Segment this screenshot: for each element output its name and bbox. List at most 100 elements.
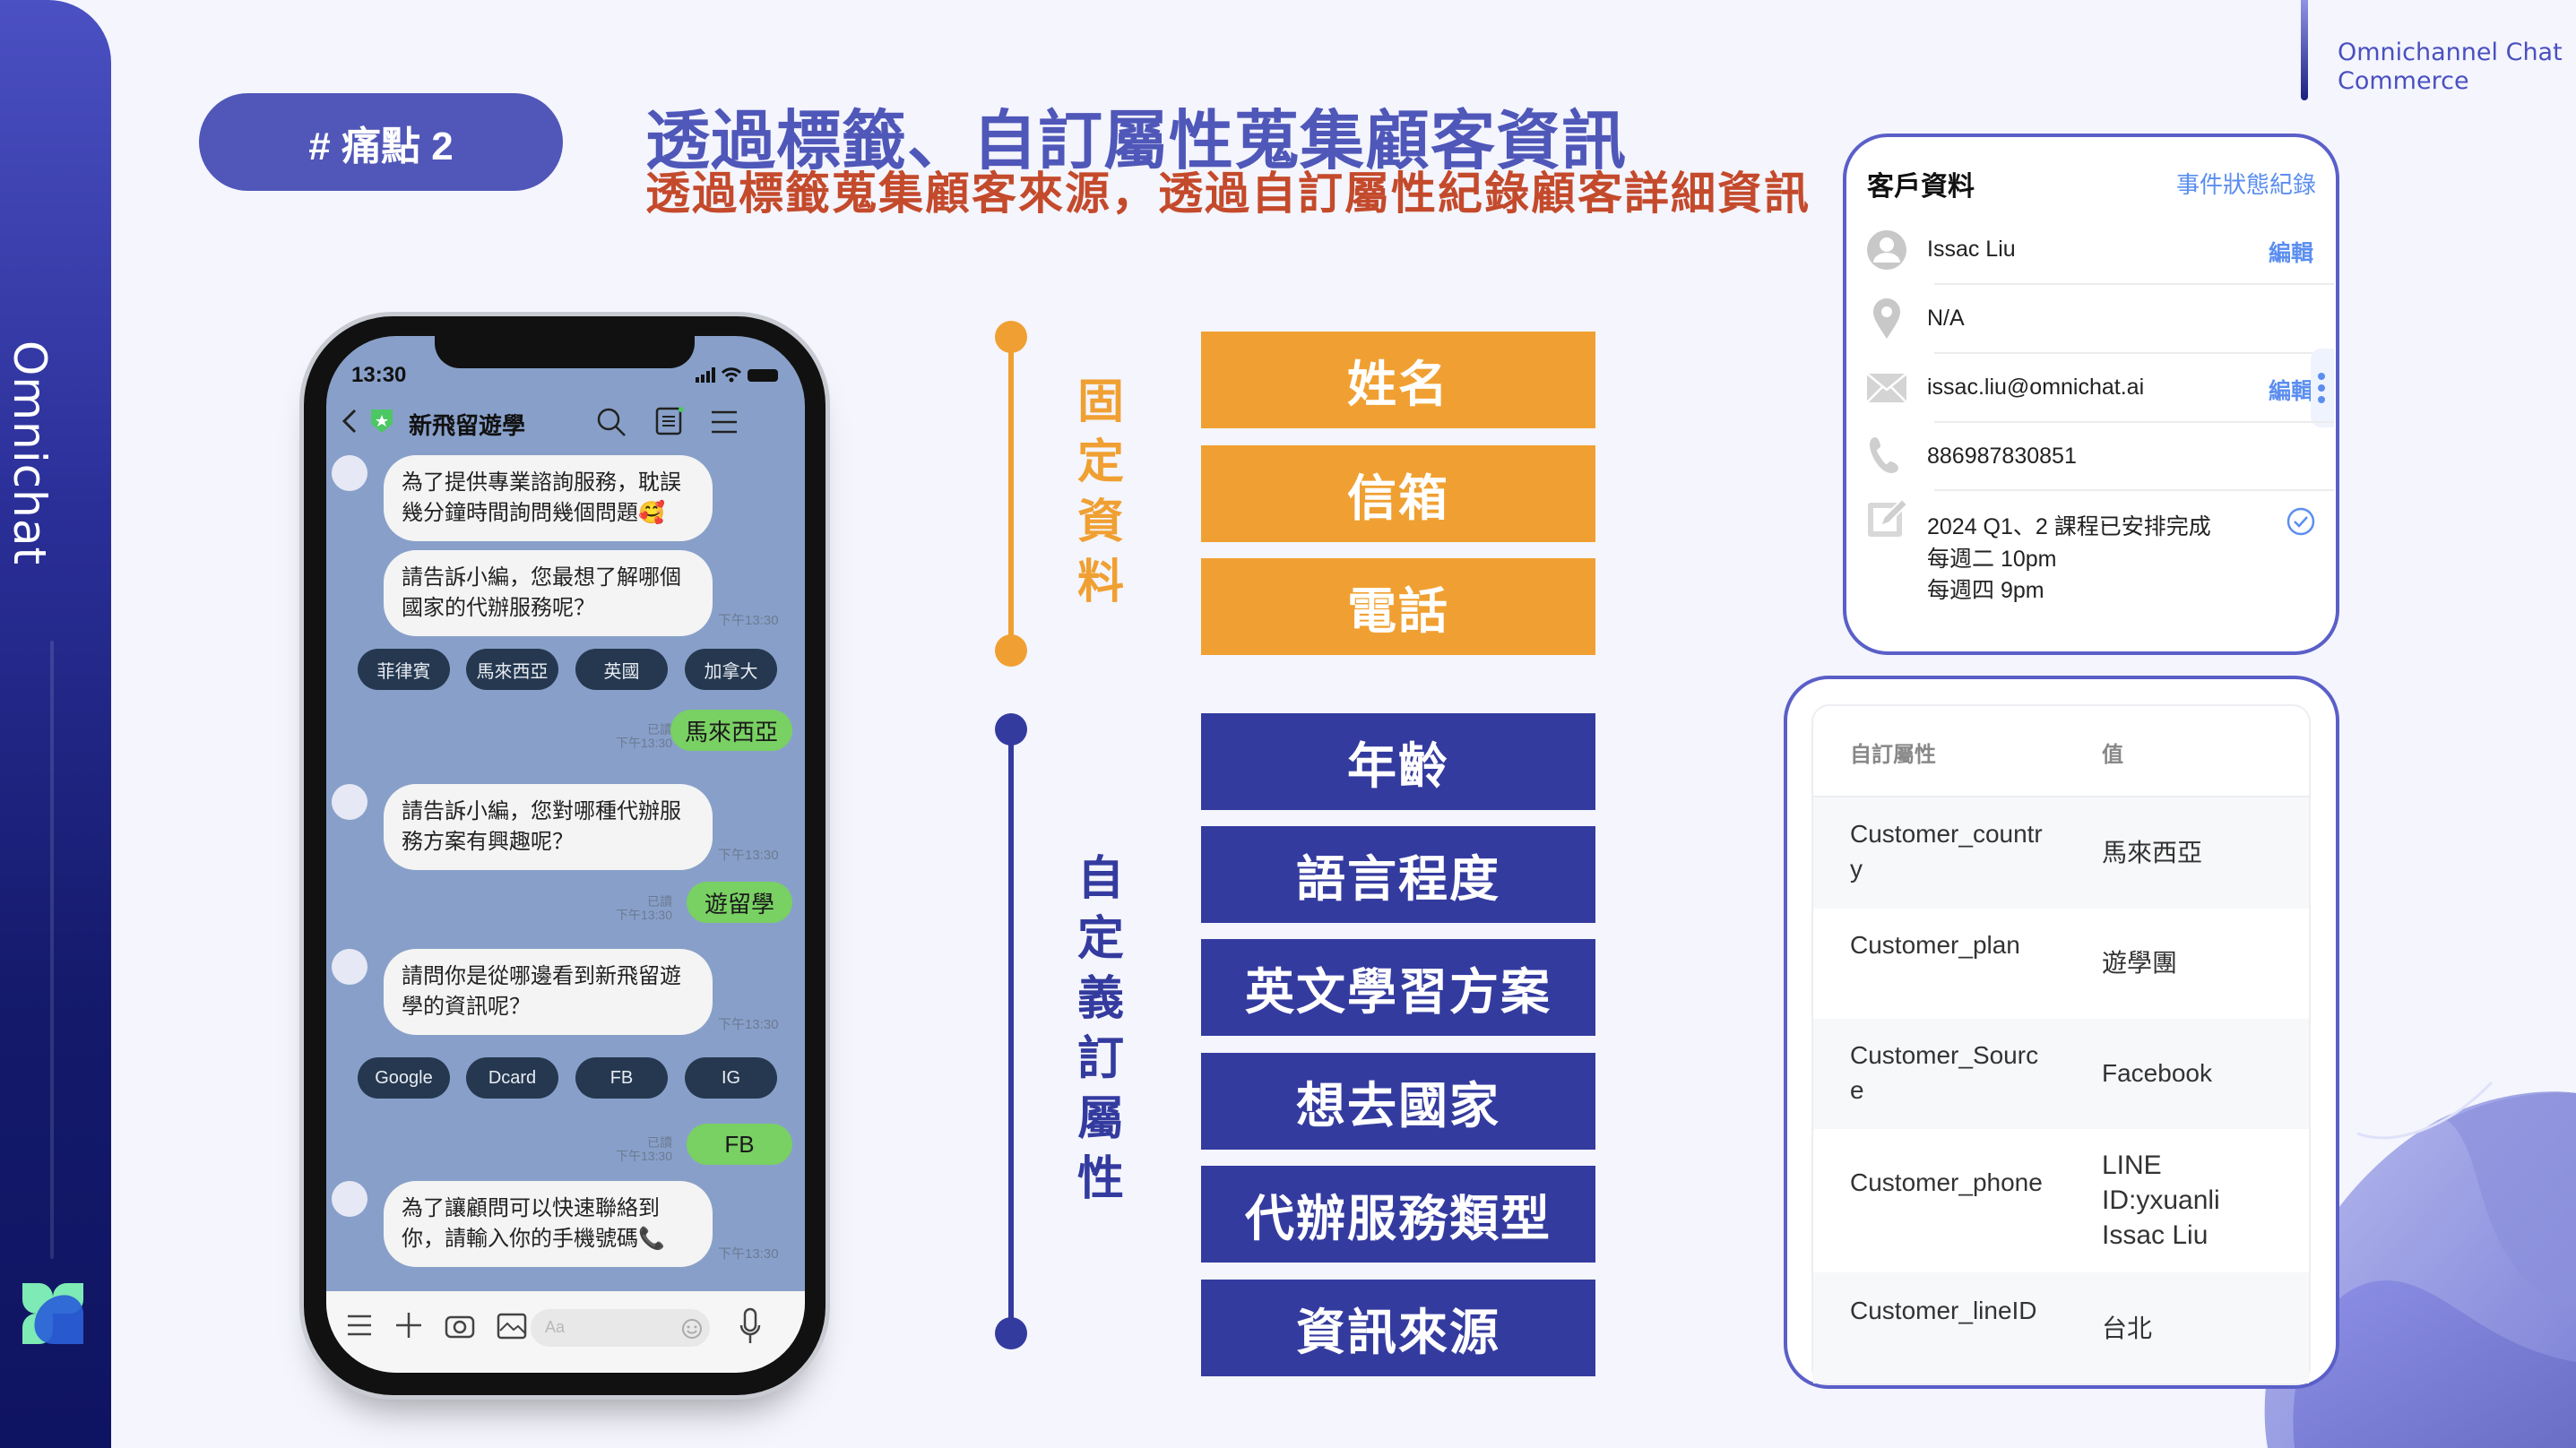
custom-attribute-box: 代辦服務類型 <box>1201 1166 1595 1263</box>
input-placeholder: Aa <box>545 1318 566 1336</box>
quick-reply-chip[interactable]: FB <box>575 1057 668 1099</box>
attribute-key: Customer_country <box>1850 820 2043 883</box>
table-row <box>1813 1272 2309 1383</box>
header-divider <box>1813 796 2309 797</box>
customer-location: N/A <box>1927 306 1965 331</box>
message-time: 下午13:30 <box>615 1149 672 1163</box>
customer-card-title: 客戶資料 <box>1867 172 1975 202</box>
message-time: 下午13:30 <box>718 613 779 628</box>
fixed-field-box: 電話 <box>1201 558 1595 655</box>
edit-name-button[interactable]: 編輯 <box>2269 241 2314 266</box>
customer-phone: 886987830851 <box>1927 444 2077 469</box>
sidebar-divider <box>50 641 54 1259</box>
label-char: 定 <box>1076 436 1124 488</box>
attribute-key: Customer_phone <box>1850 1168 2043 1196</box>
notes-icon[interactable] <box>654 406 685 438</box>
status-time: 13:30 <box>351 363 407 387</box>
divider <box>1934 489 2334 491</box>
attribute-value: 台北 <box>2102 1314 2153 1342</box>
attribute-value: 遊學團 <box>2102 949 2178 977</box>
timeline-dot <box>995 713 1027 746</box>
quick-reply-chip[interactable]: 菲律賓 <box>358 649 450 690</box>
brand-line: Commerce <box>2338 67 2469 95</box>
label-char: 義 <box>1076 973 1124 1025</box>
side-panel-handle[interactable] <box>2311 349 2334 427</box>
line-chat-screen: 13:30 新飛留遊學 為了提供專業諮詢服務，耽誤幾分鐘時間詢問幾個問題🥰 請告… <box>326 336 805 1373</box>
table-row <box>1813 909 2309 1019</box>
read-receipt: 已讀下午13:30 <box>595 723 672 750</box>
label-char: 自 <box>1076 853 1124 905</box>
phone-notch <box>435 336 695 368</box>
fixed-field-box: 姓名 <box>1201 332 1595 428</box>
quick-reply-chip[interactable]: 馬來西亞 <box>466 649 558 690</box>
user-message: FB <box>687 1124 792 1165</box>
search-icon[interactable] <box>595 406 627 438</box>
customer-name: Issac Liu <box>1927 237 2016 262</box>
edit-email-button[interactable]: 編輯 <box>2269 379 2314 404</box>
custom-attribute-timeline <box>1008 731 1014 1333</box>
fixed-data-label: 固定資料 <box>1074 373 1128 613</box>
read-label: 已讀 <box>647 722 672 737</box>
menu-icon[interactable] <box>710 409 739 435</box>
message-time: 下午13:30 <box>718 1246 779 1262</box>
email-icon <box>1866 373 1907 403</box>
label-char: 定 <box>1076 913 1124 965</box>
bot-avatar <box>332 455 367 491</box>
bot-avatar <box>332 949 367 985</box>
bot-avatar <box>332 1181 367 1217</box>
event-log-link[interactable]: 事件狀態紀錄 <box>2176 171 2317 198</box>
message-time: 下午13:30 <box>718 1017 779 1032</box>
check-circle-icon[interactable] <box>2286 507 2315 536</box>
user-message: 遊留學 <box>687 882 792 923</box>
divider <box>1934 421 2334 423</box>
timeline-dot <box>995 1317 1027 1349</box>
attribute-value: Facebook <box>2102 1059 2212 1087</box>
attribute-key: Customer_lineID <box>1850 1297 2037 1324</box>
sidebar: Omnichat <box>0 0 111 1448</box>
pain-point-badge: # 痛點 2 <box>199 93 563 191</box>
read-receipt: 已讀下午13:30 <box>595 1136 672 1163</box>
customer-profile-card <box>1843 134 2339 655</box>
brand-vertical-text: Omnichat <box>4 340 56 566</box>
status-icons <box>696 367 778 383</box>
bot-message: 為了讓顧問可以快速聯絡到你，請輸入你的手機號碼📞 <box>384 1181 713 1267</box>
attribute-value: 馬來西亞 <box>2102 839 2203 866</box>
note-line: 2024 Q1、2 課程已安排完成 <box>1927 514 2211 539</box>
attribute-key: Customer_Source <box>1850 1041 2039 1104</box>
quick-reply-chip[interactable]: 英國 <box>575 649 668 690</box>
bot-message: 請告訴小編，您對哪種代辦服務方案有興趣呢？ <box>384 784 713 870</box>
brand-accent-bar <box>2301 0 2308 100</box>
user-message: 馬來西亞 <box>670 710 792 751</box>
quick-reply-chip[interactable]: Google <box>358 1057 450 1099</box>
input-toolbar-icons[interactable] <box>344 1311 577 1340</box>
custom-attribute-label: 自定義訂屬性 <box>1074 849 1128 1210</box>
custom-attribute-box: 年齡 <box>1201 713 1595 810</box>
message-time: 下午13:30 <box>615 908 672 922</box>
omnichat-logo-icon <box>22 1283 83 1344</box>
user-avatar-icon <box>1867 230 1906 270</box>
message-time: 下午13:30 <box>718 848 779 863</box>
quick-reply-chip[interactable]: Dcard <box>466 1057 558 1099</box>
label-char: 訂 <box>1076 1033 1124 1085</box>
custom-attribute-box: 語言程度 <box>1201 826 1595 923</box>
bot-message: 請告訴小編，您最想了解哪個國家的代辦服務呢？ <box>384 550 713 636</box>
label-char: 性 <box>1076 1153 1124 1205</box>
note-line: 每週四 9pm <box>1927 578 2044 603</box>
read-label: 已讀 <box>647 1135 672 1150</box>
attribute-value: LINE ID:yxuanli Issac Liu <box>2102 1151 2220 1250</box>
quick-reply-chip[interactable]: IG <box>685 1057 777 1099</box>
message-input[interactable]: Aa <box>531 1309 710 1347</box>
more-dots-icon[interactable] <box>2317 372 2326 404</box>
emoji-icon[interactable] <box>681 1318 703 1340</box>
microphone-icon[interactable] <box>739 1307 762 1345</box>
label-char: 屬 <box>1076 1093 1124 1145</box>
attribute-key: Customer_plan <box>1850 931 2020 959</box>
custom-attribute-box: 想去國家 <box>1201 1053 1595 1150</box>
bot-message: 請問你是從哪邊看到新飛留遊學的資訊呢？ <box>384 949 713 1035</box>
back-icon[interactable] <box>341 408 359 435</box>
chat-input-bar: Aa <box>326 1291 805 1373</box>
quick-reply-chip[interactable]: 加拿大 <box>685 649 777 690</box>
note-line: 每週二 10pm <box>1927 547 2057 572</box>
table-row <box>1813 1019 2309 1129</box>
customer-email: issac.liu@omnichat.ai <box>1927 375 2145 400</box>
